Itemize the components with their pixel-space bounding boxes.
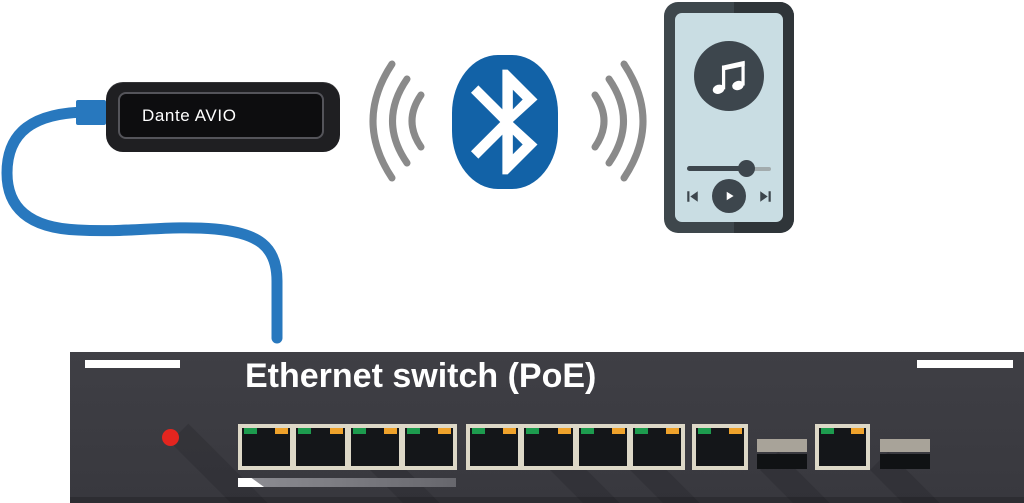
ethernet-port: [296, 428, 345, 466]
player-controls: [675, 179, 783, 213]
ethernet-port: [470, 428, 519, 466]
link-led: [244, 428, 257, 434]
activity-led: [383, 428, 397, 434]
link-led: [634, 428, 648, 434]
bluetooth-badge: [452, 55, 558, 189]
sfp-slot-opening: [757, 454, 807, 469]
ethernet-port: [696, 428, 744, 466]
link-led: [352, 428, 366, 434]
ethernet-port: [524, 428, 573, 466]
ethernet-switch: Ethernet switch (PoE): [70, 352, 1024, 503]
power-led: [162, 429, 179, 446]
ethernet-port-group-2: [466, 424, 685, 470]
activity-led: [438, 428, 451, 434]
activity-led: [851, 428, 864, 434]
activity-led: [503, 428, 517, 434]
ethernet-port: [632, 428, 681, 466]
link-led: [298, 428, 312, 434]
sfp-slot-top: [757, 439, 807, 452]
progress-slider: [687, 159, 771, 177]
link-led: [526, 428, 540, 434]
link-led: [821, 428, 834, 434]
vent-bar-right: [917, 360, 1013, 368]
uplink-port-2: [815, 424, 870, 470]
activity-led: [666, 428, 679, 434]
link-led: [580, 428, 594, 434]
skip-next-icon: [760, 190, 771, 202]
progress-track-filled: [687, 166, 746, 171]
smartphone: [664, 2, 794, 233]
dante-avio-adapter: Dante AVIO: [106, 82, 340, 152]
sfp-slot-opening: [880, 454, 930, 469]
activity-led: [275, 428, 289, 434]
skip-previous-icon: [687, 190, 698, 202]
ethernet-port: [350, 428, 399, 466]
play-icon: [726, 191, 734, 201]
link-led: [698, 428, 711, 434]
ethernet-cable: [1, 106, 283, 344]
adapter-label: Dante AVIO: [142, 105, 237, 125]
sfp-slot-top: [880, 439, 930, 452]
progress-track-remaining: [745, 167, 771, 171]
album-artwork: [694, 41, 764, 111]
music-note-icon: [712, 60, 745, 94]
reflection-bar: [238, 478, 456, 487]
ethernet-port: [578, 428, 627, 466]
activity-led: [611, 428, 625, 434]
wireless-waves-right-icon: [591, 60, 647, 182]
play-button: [712, 179, 746, 213]
bluetooth-icon: [470, 69, 538, 175]
phone-screen: [675, 13, 783, 222]
ethernet-port: [242, 428, 291, 466]
adapter-face: Dante AVIO: [118, 92, 324, 139]
reflection-highlight: [238, 478, 264, 487]
activity-led: [329, 428, 343, 434]
activity-led: [557, 428, 571, 434]
switch-bottom-edge: [70, 497, 1024, 503]
activity-led: [729, 428, 742, 434]
uplink-port-1: [692, 424, 748, 470]
ethernet-port: [404, 428, 453, 466]
link-led: [406, 428, 420, 434]
wireless-waves-left-icon: [369, 60, 425, 182]
ethernet-port-group-1: [238, 424, 457, 470]
link-led: [472, 428, 485, 434]
sfp-slot-2: [880, 439, 930, 469]
progress-knob: [737, 160, 755, 177]
ethernet-port: [819, 428, 866, 466]
switch-title: Ethernet switch (PoE): [245, 357, 597, 395]
vent-bar-left: [85, 360, 180, 368]
sfp-slot-1: [757, 439, 807, 469]
cable-plug: [76, 100, 106, 125]
